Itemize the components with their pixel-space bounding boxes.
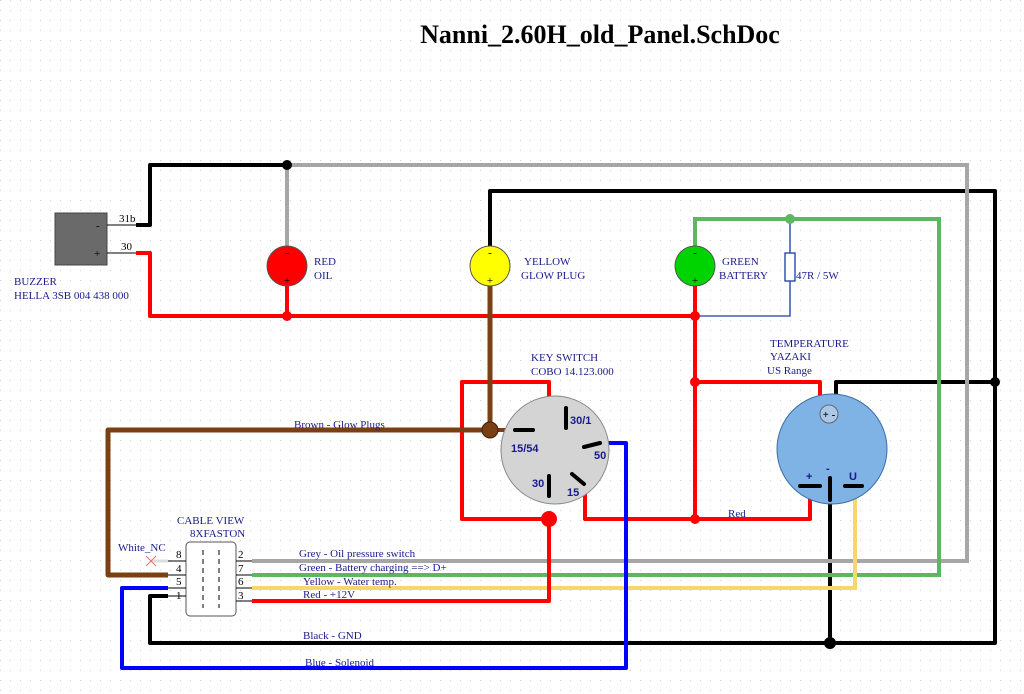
temp-pin-minus: - [826,463,830,475]
conn-pin-2: 2 [238,549,244,561]
wire-yellow-temp [252,486,857,590]
resistor-label: 47R / 5W [796,270,839,282]
lamp-oil-label1: RED [314,256,336,268]
temp-pin-plus: + [806,471,812,483]
ks-terminal-50: 50 [594,450,606,462]
ks-terminal-15: 15 [567,487,579,499]
conn-pin-4: 4 [176,563,182,575]
key-switch: KEY SWITCH COBO 14.123.000 30/1 15/54 50… [500,352,614,505]
label-grey: Grey - Oil pressure switch [299,548,416,560]
lamp-battery: - + GREEN BATTERY [674,245,768,287]
lamp-battery-label2: BATTERY [719,270,768,282]
connector-label2: 8XFASTON [190,528,245,540]
wire-green-charging [252,217,941,577]
lamp-oil-label2: OIL [314,270,333,282]
buzzer-plus: + [94,248,100,260]
wire-grey-oil [252,163,969,563]
wire-red-temp-top [695,380,822,400]
ks-terminal-30: 30 [532,478,544,490]
lamp-battery-label1: GREEN [722,256,759,268]
label-brown: Brown - Glow Plugs [294,419,385,431]
grey-wires [252,163,969,563]
temp-label1: TEMPERATURE [770,338,849,350]
buzzer-minus: - [96,220,100,232]
buzzer: - + 31b 30 BUZZER HELLA 3SB 004 438 000 [14,212,136,302]
label-red12: Red - +12V [303,589,355,601]
conn-pin-5: 5 [176,576,182,588]
wire-black-gnd [148,189,997,645]
temp-pin-u: U [849,471,857,483]
conn-pin-3: 3 [238,590,244,602]
buzzer-part: HELLA 3SB 004 438 000 [14,290,129,302]
label-yellow: Yellow - Water temp. [303,576,397,588]
label-blue: Blue - Solenoid [305,657,375,669]
lamp-battery-minus: - [693,247,697,259]
temp-top-pins: + - [823,409,836,421]
lamp-glow-minus: - [488,247,492,259]
lamp-glow-plug: - + YELLOW GLOW PLUG [469,245,585,287]
ks-terminal-30-1: 30/1 [570,415,591,427]
white-nc-label: White_NC [118,542,166,554]
buzzer-pin-31b: 31b [119,213,136,225]
lamp-glow-label1: YELLOW [524,256,571,268]
lamp-glow-label2: GLOW PLUG [521,270,585,282]
temp-label2: YAZAKI [770,351,811,363]
label-black: Black - GND [303,630,362,642]
wire-blue-solenoid [120,441,628,670]
conn-pin-1: 1 [176,590,182,602]
resistor-47r: 47R / 5W [784,252,839,282]
temp-label3: US Range [767,365,812,377]
page-title: Nanni_2.60H_old_Panel.SchDoc [420,20,780,49]
green-wires [252,217,941,577]
label-green: Green - Battery charging ==> D+ [299,562,447,574]
key-switch-label1: KEY SWITCH [531,352,598,364]
connector-label1: CABLE VIEW [177,515,245,527]
wire-labels: Brown - Glow Plugs Red Grey - Oil pressu… [294,419,746,669]
buzzer-pin-30: 30 [121,241,133,253]
label-red: Red [728,508,746,520]
lamp-battery-plus: + [692,275,698,287]
junction-dots [282,160,1000,649]
wire-red-12v [252,519,551,603]
key-switch-label2: COBO 14.123.000 [531,366,614,378]
conn-pin-6: 6 [238,576,244,588]
wire-brown-glow [105,285,493,578]
lamp-oil: - + RED OIL [266,245,336,287]
buzzer-name: BUZZER [14,276,57,288]
lamp-oil-plus: + [284,275,290,287]
lamp-glow-plus: + [487,275,493,287]
resistor-branch [695,219,791,317]
lamp-oil-minus: - [285,247,289,259]
temperature-gauge: TEMPERATURE YAZAKI US Range + - + - U [767,338,888,505]
conn-pin-7: 7 [238,563,244,575]
conn-pin-8: 8 [176,549,182,561]
connector-8xfaston: CABLE VIEW 8XFASTON White_NC 8 4 5 1 2 7… [118,515,252,617]
wire-red-lamps [136,251,695,318]
wire-black-buzzer [136,163,287,227]
ks-terminal-15-54: 15/54 [511,443,539,455]
